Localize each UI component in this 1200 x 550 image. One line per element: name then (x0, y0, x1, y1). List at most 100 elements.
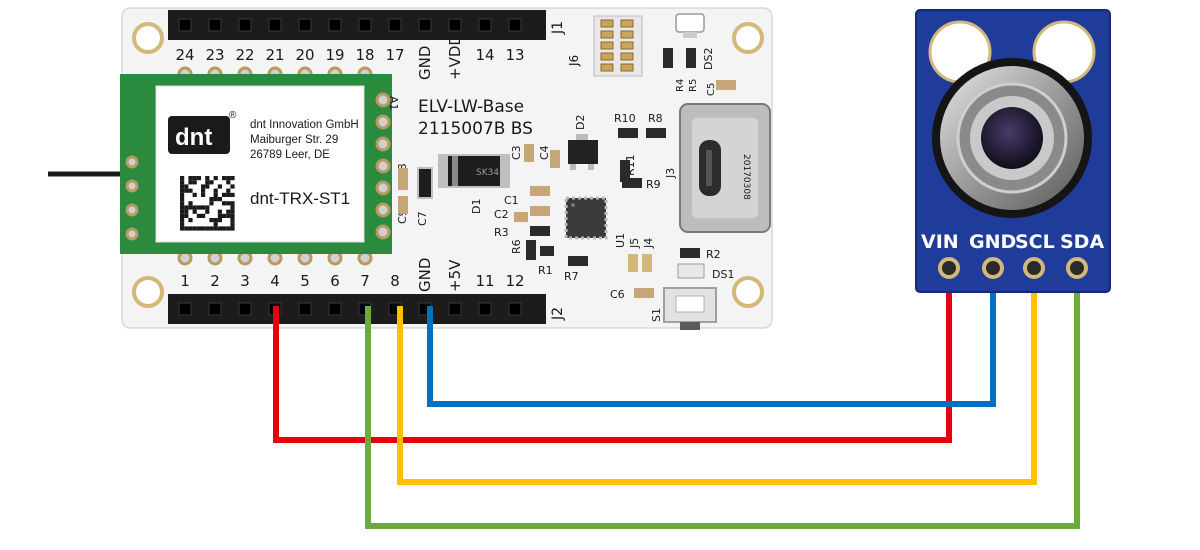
datamatrix-cell (213, 226, 218, 231)
solder-jumper-icon (642, 254, 652, 272)
datamatrix-cell (196, 205, 201, 210)
datamatrix-cell (180, 197, 185, 202)
datamatrix-cell (222, 176, 227, 181)
j1-pin-label: 18 (355, 46, 374, 64)
datamatrix-cell (230, 226, 235, 231)
datamatrix-cell (217, 226, 222, 231)
datamatrix-cell (180, 209, 185, 214)
j4-label: J4 (642, 238, 655, 249)
j1-pin-label: GND (416, 46, 434, 80)
datamatrix-cell (226, 180, 231, 185)
pad (375, 92, 391, 108)
j1-pin-label: 22 (235, 46, 254, 64)
wire-vin (273, 268, 952, 443)
header-pin (298, 302, 312, 316)
resistor-icon (680, 248, 700, 258)
j2-pin-label: 6 (330, 272, 340, 290)
radio-module: dnt ® dnt Innovation GmbH Maiburger Str.… (120, 74, 400, 254)
j1-pin-label: 17 (385, 46, 404, 64)
header-pin (178, 18, 192, 32)
datamatrix-cell (217, 184, 222, 189)
datamatrix-cell (188, 188, 193, 193)
c7-label: C7 (416, 211, 429, 226)
datamatrix-cell (230, 184, 235, 189)
datamatrix-cell (222, 226, 227, 231)
button-actuator (683, 32, 697, 38)
datamatrix-cell (180, 226, 185, 231)
r10-label: R10 (614, 112, 636, 125)
datamatrix-cell (184, 209, 189, 214)
module-model: dnt-TRX-ST1 (250, 189, 350, 208)
resistor-icon (540, 246, 554, 256)
datamatrix-cell (180, 180, 185, 185)
header-pin (268, 18, 282, 32)
datamatrix-cell (192, 209, 197, 214)
datamatrix-cell (192, 226, 197, 231)
datamatrix-cell (184, 213, 189, 218)
datamatrix-cell (180, 213, 185, 218)
j6-pin (600, 63, 614, 72)
datamatrix-cell (196, 176, 201, 181)
sensor-pad-gnd (982, 257, 1004, 279)
datamatrix-cell (230, 222, 235, 227)
capacitor-icon (550, 150, 560, 168)
datamatrix-cell (180, 205, 185, 210)
capacitor-icon (530, 186, 550, 196)
r9-label: R9 (646, 178, 661, 191)
datamatrix-cell (180, 184, 185, 189)
header-pin (178, 302, 192, 316)
wire-gnd (427, 268, 996, 407)
capacitor-icon (398, 196, 408, 214)
c5-label: C5 (706, 83, 717, 96)
datamatrix-cell (188, 176, 193, 181)
datamatrix-cell (230, 213, 235, 218)
c6-label: C6 (610, 288, 625, 301)
j2-pin-label: 3 (240, 272, 250, 290)
microcontroller-chip-icon (564, 196, 608, 240)
datamatrix-cell (213, 197, 218, 202)
datamatrix-cell (180, 192, 185, 197)
datamatrix-cell (230, 209, 235, 214)
datamatrix-cell (209, 226, 214, 231)
datamatrix-cell (184, 205, 189, 210)
resistor-icon (530, 226, 550, 236)
datamatrix-cell (213, 222, 218, 227)
resistor-icon (686, 48, 696, 68)
datamatrix-cell (209, 201, 214, 206)
pad (125, 179, 139, 193)
r1-label: R1 (538, 264, 553, 277)
datamatrix-cell (196, 226, 201, 231)
datamatrix-cell (180, 201, 185, 206)
datamatrix-cell (213, 218, 218, 223)
capacitor-icon (417, 167, 433, 199)
c3-label: C3 (510, 145, 523, 160)
header-pin (478, 18, 492, 32)
resistor-icon (622, 178, 642, 188)
datamatrix-cell (192, 180, 197, 185)
diode-icon (438, 154, 510, 188)
resistor-icon (663, 48, 673, 68)
diode-marking: SK34 (476, 168, 499, 178)
header-pin (298, 18, 312, 32)
header-pin (238, 18, 252, 32)
datamatrix-cell (201, 226, 206, 231)
j6-pin (600, 41, 614, 50)
datamatrix-cell (230, 176, 235, 181)
j1-pin-label: 19 (325, 46, 344, 64)
datamatrix-cell (217, 197, 222, 202)
pad (125, 155, 139, 169)
datamatrix-cell (226, 209, 231, 214)
j6-pin (620, 52, 634, 61)
datamatrix-cell (184, 226, 189, 231)
datamatrix-cell (217, 213, 222, 218)
datamatrix-cell (209, 180, 214, 185)
pad (375, 180, 391, 196)
datamatrix-cell (205, 226, 210, 231)
pad (375, 114, 391, 130)
resistor-icon (618, 128, 638, 138)
datamatrix-cell (230, 201, 235, 206)
datamatrix-cell (188, 205, 193, 210)
capacitor-icon (398, 168, 408, 190)
a1-label: A1 (387, 96, 400, 111)
datamatrix-cell (188, 180, 193, 185)
